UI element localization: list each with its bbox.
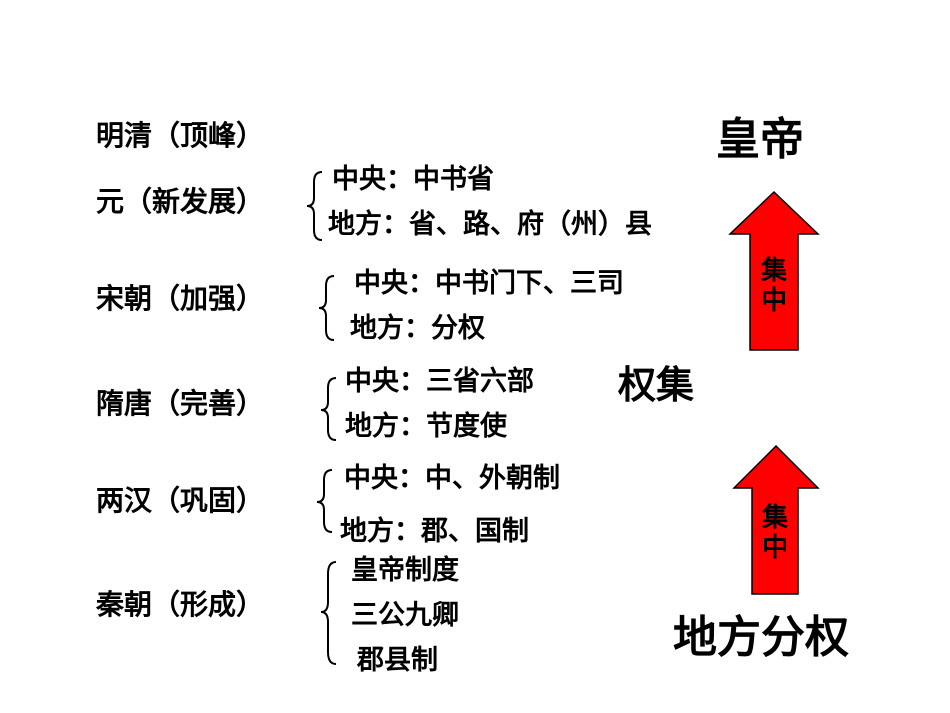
arrow-top-label: 集中 (760, 256, 787, 316)
dynasty-lianghan: 两汉（巩固） (96, 484, 265, 517)
suitang-central: 中央：三省六部 (345, 366, 534, 397)
brace-lianghan (316, 469, 333, 533)
label-power-concentration: 权集 (618, 363, 695, 407)
dynasty-suitang: 隋唐（完善） (96, 387, 265, 420)
song-local: 地方：分权 (350, 313, 485, 344)
qin-emperor-system: 皇帝制度 (351, 555, 459, 586)
brace-qin (320, 561, 337, 665)
lianghan-central: 中央：中、外朝制 (344, 463, 560, 494)
arrow-up-top (728, 190, 820, 351)
yuan-central: 中央：中书省 (332, 164, 494, 195)
suitang-local: 地方：节度使 (345, 411, 507, 442)
arrow-up-bottom (732, 444, 820, 595)
qin-three-ministers: 三公九卿 (351, 600, 459, 631)
brace-suitang (320, 377, 337, 441)
qin-commandery-county: 郡县制 (357, 645, 438, 676)
yuan-local: 地方：省、路、府（州）县 (328, 209, 652, 240)
dynasty-qin: 秦朝（形成） (96, 588, 265, 621)
song-central: 中央：中书门下、三司 (354, 268, 624, 299)
label-emperor: 皇帝 (716, 114, 804, 165)
dynasty-song: 宋朝（加强） (96, 282, 265, 315)
dynasty-mingqing: 明清（顶峰） (96, 119, 265, 152)
lianghan-local: 地方：郡、国制 (340, 516, 529, 547)
dynasty-yuan: 元（新发展） (96, 185, 265, 218)
brace-yuan (306, 171, 323, 241)
brace-song (318, 275, 335, 341)
label-local-power: 地方分权 (673, 612, 849, 663)
arrow-bottom-label: 集中 (761, 503, 788, 563)
